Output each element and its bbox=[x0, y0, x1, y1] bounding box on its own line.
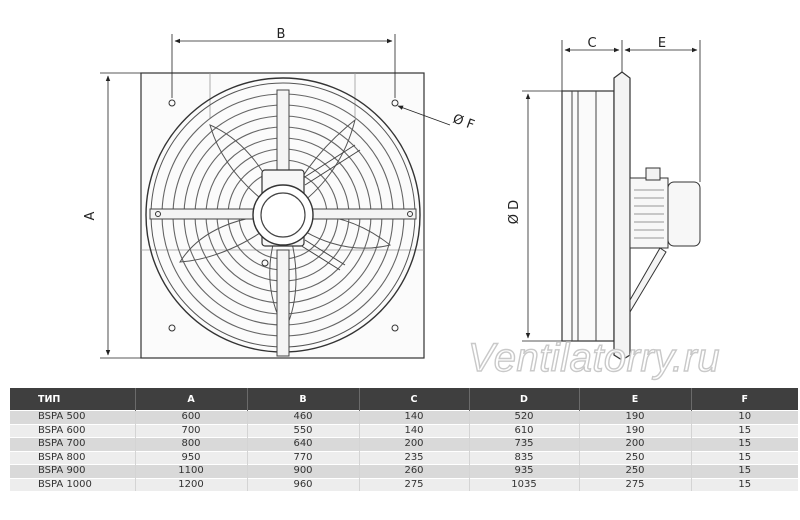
cell-f: 15 bbox=[691, 437, 798, 451]
side-motor bbox=[629, 177, 669, 249]
cell-e: 200 bbox=[579, 437, 692, 451]
cell-d: 835 bbox=[469, 450, 580, 465]
dimension-b bbox=[171, 34, 396, 98]
cell-type: BSPA 600 bbox=[10, 423, 136, 438]
cell-e: 250 bbox=[579, 450, 692, 465]
cell-a: 700 bbox=[135, 423, 248, 438]
cell-f: 15 bbox=[691, 450, 798, 465]
cell-a: 1200 bbox=[135, 477, 248, 491]
cell-type: BSPA 800 bbox=[10, 450, 136, 465]
cell-a: 600 bbox=[135, 410, 248, 424]
front-view bbox=[140, 72, 425, 359]
cell-a: 1100 bbox=[135, 464, 248, 478]
dimension-f bbox=[397, 105, 451, 126]
cell-a: 800 bbox=[135, 437, 248, 451]
cell-b: 640 bbox=[247, 437, 360, 451]
cell-e: 275 bbox=[579, 477, 692, 491]
dimension-a-label: A bbox=[83, 211, 98, 220]
dimension-c-label: C bbox=[587, 36, 596, 51]
cell-f: 10 bbox=[691, 410, 798, 424]
cell-b: 770 bbox=[247, 450, 360, 465]
dimension-d-label: Ø D bbox=[507, 200, 522, 224]
dimension-c bbox=[561, 40, 623, 91]
table-row: BSPA 600 700 550 140 610 190 15 bbox=[10, 423, 798, 438]
cell-d: 520 bbox=[469, 410, 580, 424]
cell-type: BSPA 700 bbox=[10, 437, 136, 451]
watermark: Ventilatorry.ru bbox=[467, 335, 721, 380]
mounting-hole bbox=[168, 324, 176, 332]
cell-type: BSPA 1000 bbox=[10, 477, 136, 491]
header-type: ТИП bbox=[10, 388, 136, 411]
dimensions-table: ТИП A B C D E F BSPA 500 600 460 140 520… bbox=[10, 388, 798, 491]
mounting-hole bbox=[391, 99, 399, 107]
cell-f: 15 bbox=[691, 464, 798, 478]
dimension-b-label: B bbox=[277, 27, 286, 42]
cell-e: 190 bbox=[579, 423, 692, 438]
cell-d: 1035 bbox=[469, 477, 580, 491]
cell-d: 735 bbox=[469, 437, 580, 451]
header-b: B bbox=[247, 388, 360, 411]
table-header-row: ТИП A B C D E F bbox=[10, 388, 798, 411]
fan-technical-drawing: A B Ø F bbox=[83, 27, 701, 361]
cell-b: 550 bbox=[247, 423, 360, 438]
mounting-hole bbox=[391, 324, 399, 332]
header-c: C bbox=[359, 388, 470, 411]
cell-c: 260 bbox=[359, 464, 470, 478]
table-row: BSPA 500 600 460 140 520 190 10 bbox=[10, 410, 798, 424]
table-row: BSPA 700 800 640 200 735 200 15 bbox=[10, 437, 798, 451]
cell-b: 960 bbox=[247, 477, 360, 491]
cell-type: BSPA 500 bbox=[10, 410, 136, 424]
dimension-f-label: Ø F bbox=[451, 112, 477, 134]
dimension-d bbox=[522, 90, 562, 342]
header-e: E bbox=[579, 388, 692, 411]
header-f: F bbox=[691, 388, 798, 411]
cell-f: 15 bbox=[691, 423, 798, 438]
header-a: A bbox=[135, 388, 248, 411]
cell-d: 935 bbox=[469, 464, 580, 478]
cell-c: 140 bbox=[359, 410, 470, 424]
dimension-e-label: E bbox=[658, 36, 666, 51]
mounting-hole bbox=[168, 99, 176, 107]
cell-type: BSPA 900 bbox=[10, 464, 136, 478]
table-row: BSPA 900 1100 900 260 935 250 15 bbox=[10, 464, 798, 478]
dimension-a bbox=[100, 72, 141, 359]
table-row: BSPA 800 950 770 235 835 250 15 bbox=[10, 450, 798, 465]
side-view bbox=[561, 71, 701, 361]
cell-b: 900 bbox=[247, 464, 360, 478]
side-housing bbox=[561, 90, 615, 342]
side-mounting-plate bbox=[613, 71, 631, 361]
cell-a: 950 bbox=[135, 450, 248, 465]
table-row: BSPA 1000 1200 960 275 1035 275 15 bbox=[10, 477, 798, 491]
cell-e: 190 bbox=[579, 410, 692, 424]
cell-b: 460 bbox=[247, 410, 360, 424]
cell-c: 140 bbox=[359, 423, 470, 438]
cell-c: 275 bbox=[359, 477, 470, 491]
dimension-e bbox=[624, 40, 701, 182]
cell-c: 200 bbox=[359, 437, 470, 451]
cell-c: 235 bbox=[359, 450, 470, 465]
cell-d: 610 bbox=[469, 423, 580, 438]
header-d: D bbox=[469, 388, 580, 411]
cell-f: 15 bbox=[691, 477, 798, 491]
cell-e: 250 bbox=[579, 464, 692, 478]
